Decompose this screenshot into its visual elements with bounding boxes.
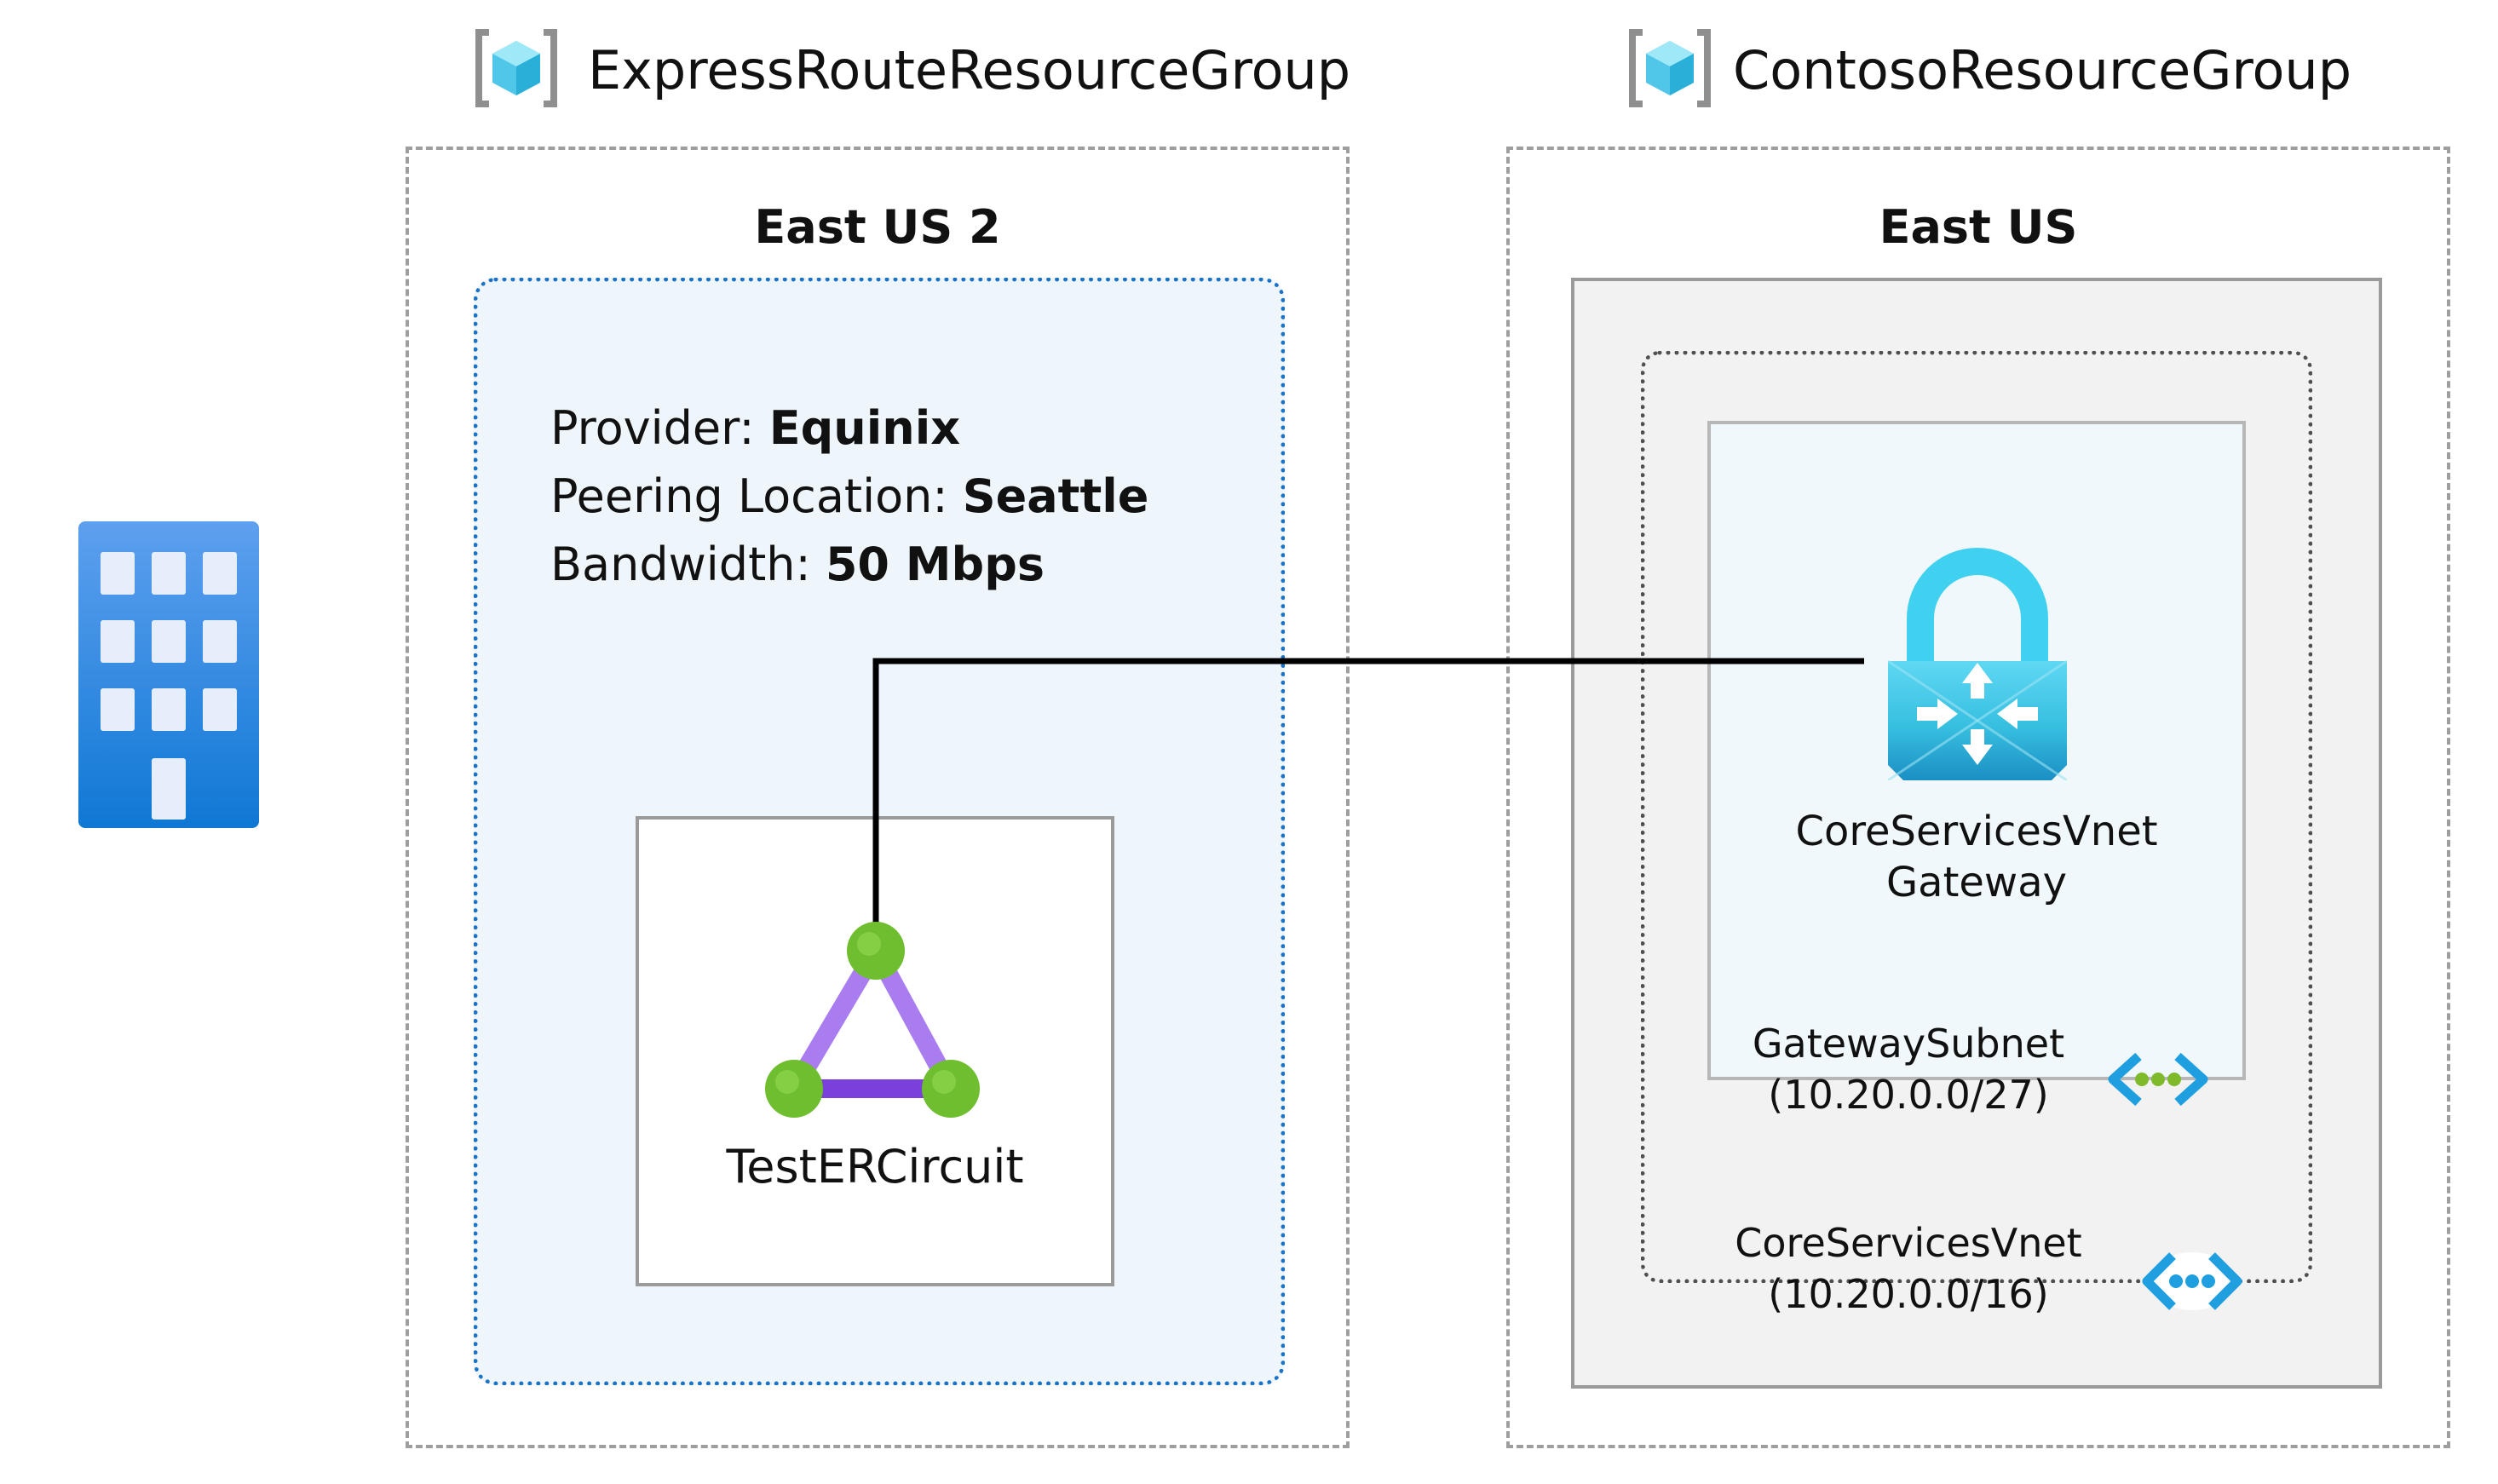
subnet-icon: [2108, 1052, 2208, 1107]
bandwidth-value: 50 Mbps: [825, 538, 1045, 591]
region-label-east-us-2: East US 2: [754, 200, 1001, 254]
resource-group-icon: [1629, 29, 1711, 107]
virtual-network-boundary: [1641, 351, 2312, 1283]
bandwidth-label: Bandwidth:: [550, 538, 811, 591]
resource-group-name: ContosoResourceGroup: [1733, 39, 2352, 101]
provider-label: Provider:: [550, 401, 755, 455]
vpn-gateway-icon: [1888, 548, 2067, 780]
vnet-name: CoreServicesVnet: [1735, 1220, 2082, 1266]
peering-value: Seattle: [962, 469, 1149, 523]
expressroute-resource-group-container: [406, 147, 1350, 1448]
resource-group-icon: [475, 29, 557, 107]
gateway-name: CoreServicesVnet Gateway: [1707, 806, 2246, 908]
circuit-name: TestERCircuit: [726, 1140, 1024, 1194]
region-label-east-us: East US: [1879, 200, 2078, 254]
vnet-cidr: (10.20.0.0/16): [1768, 1270, 2049, 1317]
subnet-label: GatewaySubnet (10.20.0.0/27): [1695, 1019, 2121, 1121]
building-icon: [78, 521, 259, 828]
resource-group-name: ExpressRouteResourceGroup: [588, 39, 1351, 101]
circuit-provider: Provider: Equinix: [550, 406, 960, 452]
gateway-name-line2: Gateway: [1885, 859, 2068, 906]
gateway-name-line1: CoreServicesVnet: [1795, 808, 2158, 855]
circuit-bandwidth: Bandwidth: 50 Mbps: [550, 542, 1045, 588]
subnet-cidr: (10.20.0.0/27): [1768, 1071, 2049, 1118]
expressroute-circuit-icon: [765, 922, 980, 1118]
circuit-peering-location: Peering Location: Seattle: [550, 474, 1148, 520]
peering-label: Peering Location:: [550, 469, 948, 523]
subnet-name: GatewaySubnet: [1752, 1021, 2065, 1067]
virtual-network-icon: [2142, 1252, 2242, 1310]
vnet-label: CoreServicesVnet (10.20.0.0/16): [1695, 1218, 2121, 1320]
provider-value: Equinix: [768, 401, 961, 455]
contoso-resource-group-container: [1506, 147, 2450, 1448]
